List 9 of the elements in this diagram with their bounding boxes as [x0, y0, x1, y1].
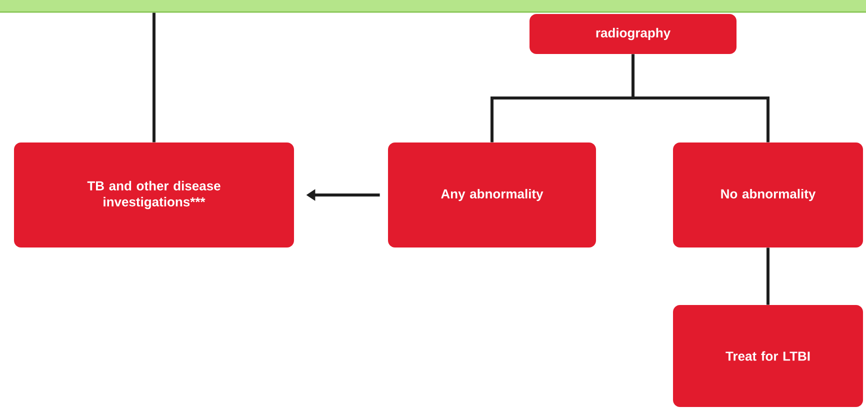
connector-line	[152, 12, 156, 142]
process-box: Any abnormality	[388, 142, 596, 248]
header-band	[0, 0, 866, 13]
connector-line	[632, 54, 770, 142]
process-box: radiography	[530, 14, 736, 54]
process-box: TB and other disease investigations***	[14, 142, 294, 248]
connector-line	[766, 248, 770, 305]
process-box: Treat for LTBI	[673, 305, 863, 407]
process-box: No abnormality	[673, 142, 863, 248]
